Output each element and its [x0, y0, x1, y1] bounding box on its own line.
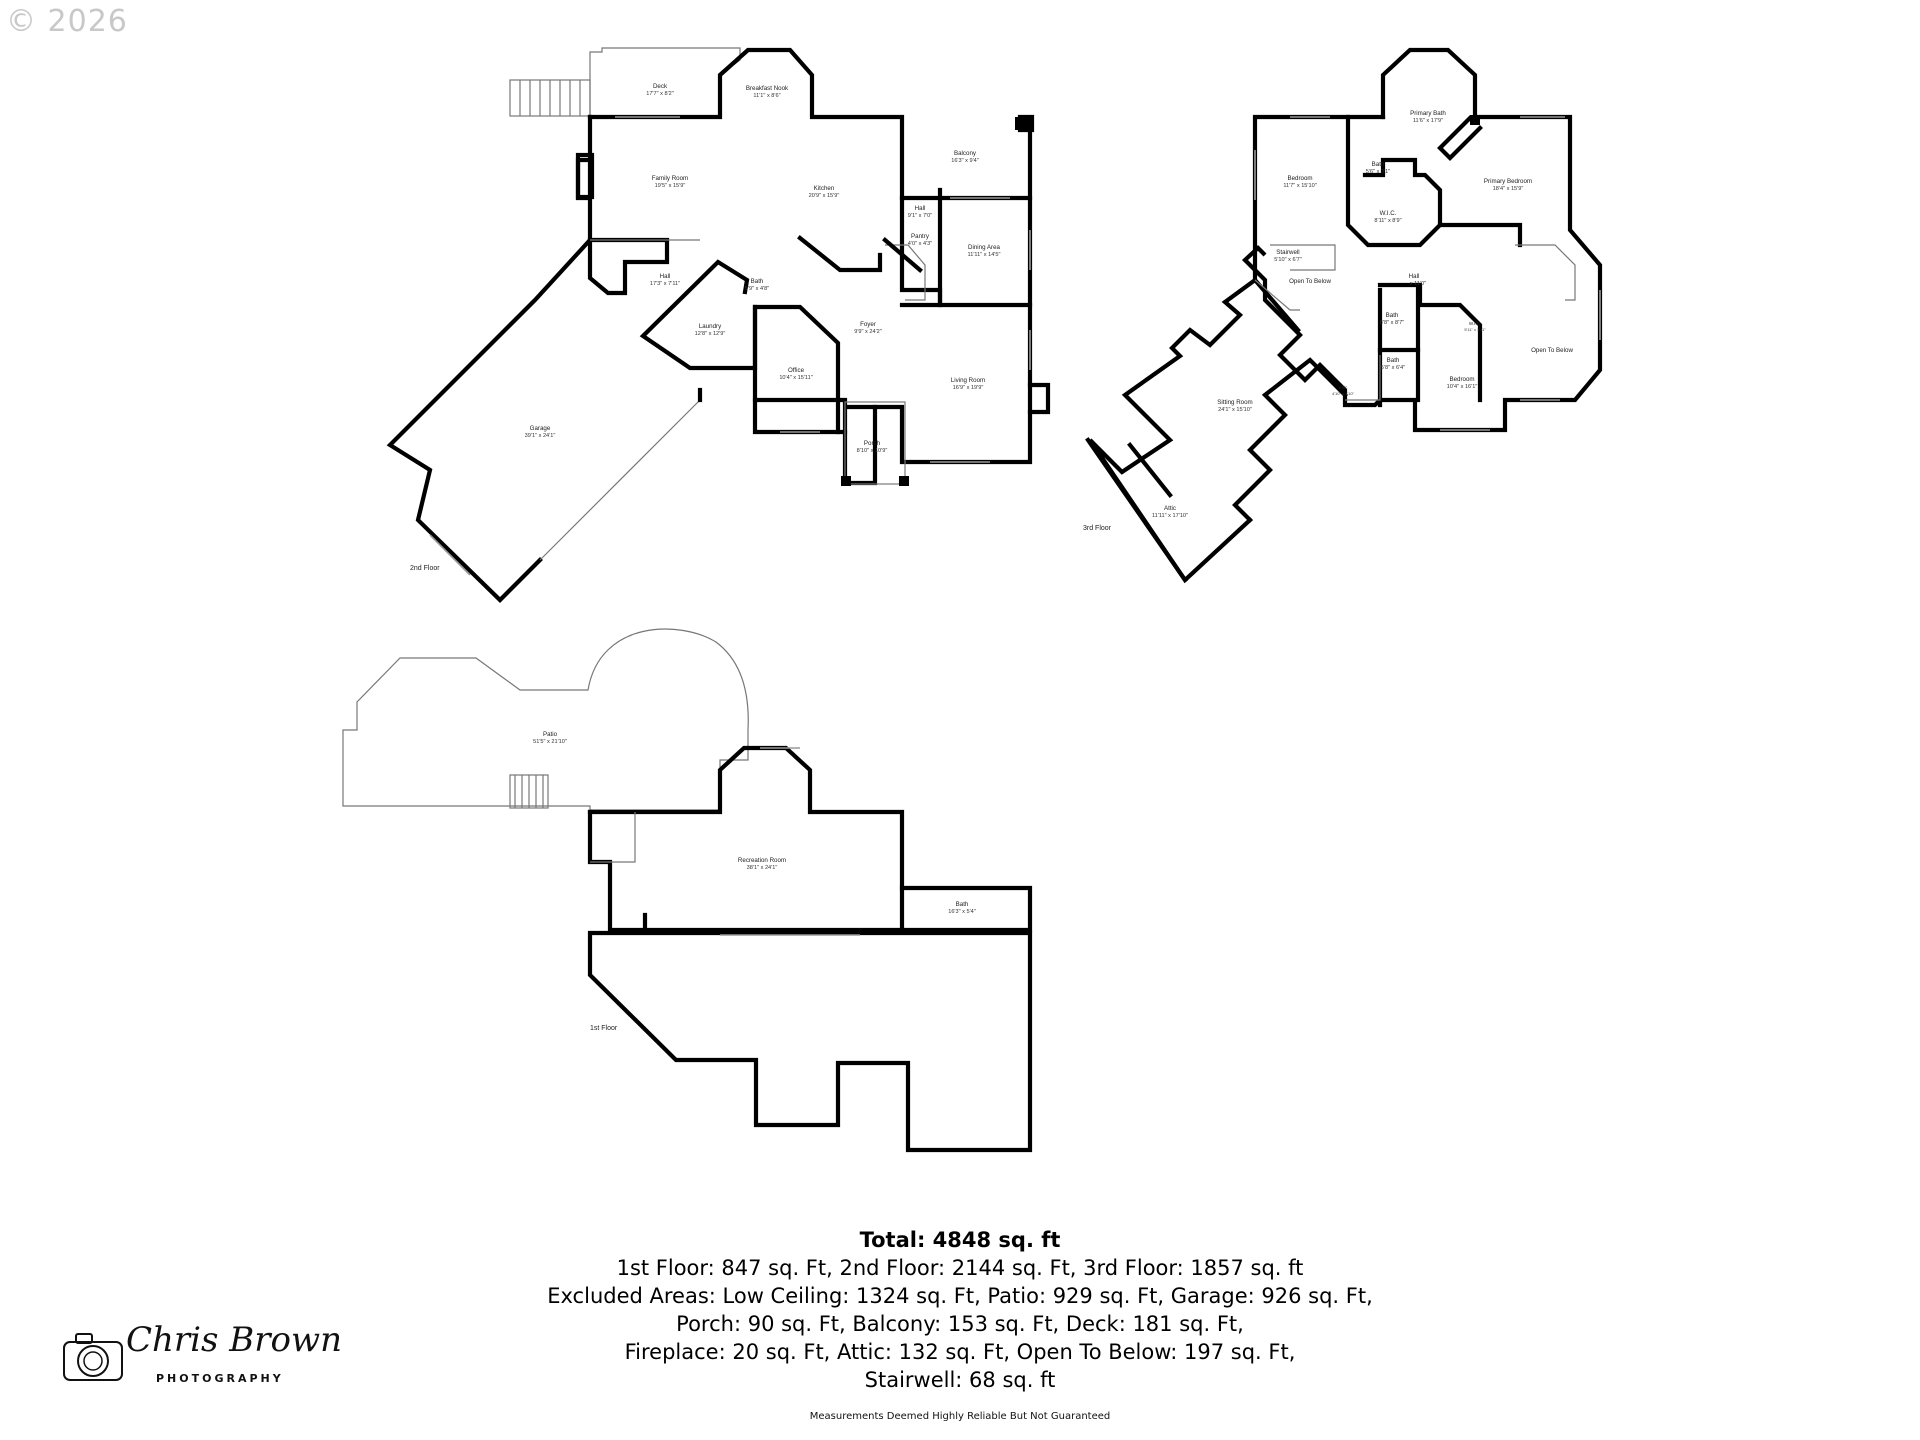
room-primary-bedroom-label: Primary Bedroom	[1484, 178, 1532, 185]
excluded-areas-line-2: Porch: 90 sq. Ft, Balcony: 153 sq. Ft, D…	[676, 1312, 1244, 1336]
room-hall-2-label: Hall	[660, 273, 671, 280]
room-sitting-room-dims: 24'1" x 15'10"	[1218, 407, 1252, 413]
room-open-below-2-label: Open To Below	[1531, 347, 1573, 354]
room-pantry-dims: 4'0" x 4'3"	[908, 241, 932, 247]
floor-label-2nd: 2nd Floor	[410, 565, 440, 572]
room-kitchen-label: Kitchen	[814, 185, 835, 192]
room-wic-1-dims: 8'11" x 8'9"	[1374, 218, 1401, 224]
first-floor-plan: Patio 51'5" x 21'10" Recreation Room 38'…	[342, 628, 1033, 1153]
room-kitchen-dims: 20'9" x 15'9"	[809, 193, 840, 199]
room-bedroom-1-dims: 11'7" x 15'10"	[1283, 183, 1316, 189]
room-attic-small-label: Attic	[1339, 385, 1349, 390]
excluded-areas-line-1: Excluded Areas: Low Ceiling: 1324 sq. Ft…	[547, 1284, 1373, 1308]
room-bath-3c-dims: 5'8" x 6'4"	[1381, 365, 1405, 371]
room-open-below-1-label: Open To Below	[1289, 278, 1331, 285]
room-bath-2-label: Bath	[751, 278, 764, 285]
floor-label-3rd: 3rd Floor	[1083, 525, 1112, 532]
room-bath-3a-dims: 5'6" x 3'1"	[1366, 169, 1390, 175]
room-stairwell-label: Stairwell	[1276, 249, 1299, 256]
room-patio-label: Patio	[543, 731, 558, 738]
room-foyer-dims: 9'9" x 24'2"	[854, 329, 882, 335]
room-pantry-label: Pantry	[911, 233, 930, 240]
recreation-room-wall	[587, 809, 648, 933]
room-primary-bedroom-dims: 18'4" x 15'9"	[1493, 186, 1524, 192]
room-hall-small-label: Hall	[915, 205, 926, 212]
room-wic-2-label: W.I.C.	[1469, 321, 1481, 326]
room-attic-dims: 11'11" x 17'10"	[1152, 513, 1188, 519]
disclaimer: Measurements Deemed Highly Reliable But …	[809, 1411, 1111, 1422]
room-attic-small-dims: 4'10" x 4'10"	[1332, 391, 1355, 396]
room-sitting-room-label: Sitting Room	[1217, 399, 1252, 406]
room-wic-2-dims: 5'11" x 3'11"	[1464, 327, 1486, 332]
room-garage-dims: 39'1" x 24'1"	[525, 433, 556, 439]
total-area: Total: 4848 sq. ft	[859, 1228, 1061, 1252]
room-laundry-dims: 12'8" x 12'9"	[695, 331, 726, 337]
room-porch-dims: 8'10" x 10'9"	[857, 448, 888, 454]
room-deck-dims: 17'7" x 8'2"	[646, 91, 674, 97]
room-hall-3-dims: x 11'0"	[1410, 281, 1426, 287]
room-laundry-label: Laundry	[699, 323, 722, 330]
copyright-watermark: © 2026	[6, 4, 128, 39]
room-porch-label: Porch	[864, 440, 881, 447]
floor-label-1st: 1st Floor	[590, 1025, 618, 1032]
room-attic-label: Attic	[1164, 505, 1176, 512]
room-breakfast-nook-dims: 11'1" x 8'6"	[753, 93, 780, 99]
room-bath-3a-label: Bath	[1372, 161, 1385, 168]
room-stairwell-dims: 5'10" x 6'7"	[1274, 257, 1302, 263]
room-office-label: Office	[788, 367, 805, 374]
garage-wall	[386, 237, 593, 603]
room-dining-area-dims: 11'11" x 14'5"	[968, 252, 1001, 258]
area-summary: Total: 4848 sq. ft 1st Floor: 847 sq. Ft…	[460, 1226, 1460, 1394]
floor-areas: 1st Floor: 847 sq. Ft, 2nd Floor: 2144 s…	[616, 1256, 1304, 1280]
room-primary-bath-label: Primary Bath	[1410, 110, 1446, 117]
room-family-room-dims: 19'5" x 15'9"	[655, 183, 686, 189]
room-garage-label: Garage	[530, 425, 551, 432]
room-recreation-room-dims: 38'1" x 24'1"	[747, 865, 778, 871]
patio-outline	[342, 628, 749, 811]
room-living-room-dims: 16'9" x 19'9"	[953, 385, 984, 391]
room-family-room-label: Family Room	[652, 175, 688, 182]
room-breakfast-nook-label: Breakfast Nook	[746, 85, 789, 92]
room-bath-1-dims: 16'3" x 5'4"	[948, 909, 976, 915]
third-floor-plan: Primary Bath 11'6" x 17'9" Bedroom 11'7"…	[1083, 47, 1603, 584]
room-patio-dims: 51'5" x 21'10"	[533, 739, 567, 745]
second-floor-plan: Deck 17'7" x 8'2" Breakfast Nook 11'1" x…	[386, 47, 1051, 603]
room-bath-3b-dims: 8'8" x 8'7"	[1380, 320, 1404, 326]
room-bath-3c-label: Bath	[1387, 357, 1400, 364]
room-bath-2-dims: 5'9" x 4'8"	[745, 286, 769, 292]
room-balcony-label: Balcony	[954, 150, 977, 157]
room-bath-1-label: Bath	[956, 901, 969, 908]
logo-script-text: Chris Brown	[126, 1320, 343, 1360]
room-bedroom-2-dims: 10'4" x 16'1"	[1447, 384, 1478, 390]
room-hall-3-label: Hall	[1409, 273, 1420, 280]
logo-subtitle: PHOTOGRAPHY	[156, 1372, 284, 1385]
camera-icon	[63, 1333, 123, 1381]
second-floor-exterior-wall	[587, 47, 1033, 465]
low-ceiling-outline	[587, 930, 1033, 1153]
room-recreation-room-label: Recreation Room	[738, 857, 786, 864]
room-wic-1-label: W.I.C.	[1380, 210, 1397, 217]
excluded-areas-line-4: Stairwell: 68 sq. ft	[864, 1368, 1056, 1392]
room-hall-2-dims: 17'3" x 7'11"	[650, 281, 680, 287]
room-hall-small-dims: 9'1" x 7'0"	[908, 213, 932, 219]
room-living-room-label: Living Room	[951, 377, 985, 384]
fireplace	[575, 152, 595, 200]
room-balcony-dims: 16'3" x 9'4"	[951, 158, 979, 164]
porch-outline	[844, 401, 906, 485]
room-bedroom-2-label: Bedroom	[1449, 376, 1474, 383]
excluded-areas-line-3: Fireplace: 20 sq. Ft, Attic: 132 sq. Ft,…	[624, 1340, 1296, 1364]
room-primary-bath-dims: 11'6" x 17'9"	[1413, 118, 1443, 124]
room-foyer-label: Foyer	[860, 321, 876, 328]
room-bedroom-1-label: Bedroom	[1287, 175, 1312, 182]
room-office-dims: 10'4" x 15'11"	[779, 375, 812, 381]
photographer-logo: Chris Brown PHOTOGRAPHY	[60, 1320, 342, 1400]
room-deck-label: Deck	[653, 83, 668, 90]
room-dining-area-label: Dining Area	[968, 244, 1001, 251]
room-bath-3b-label: Bath	[1386, 312, 1399, 319]
